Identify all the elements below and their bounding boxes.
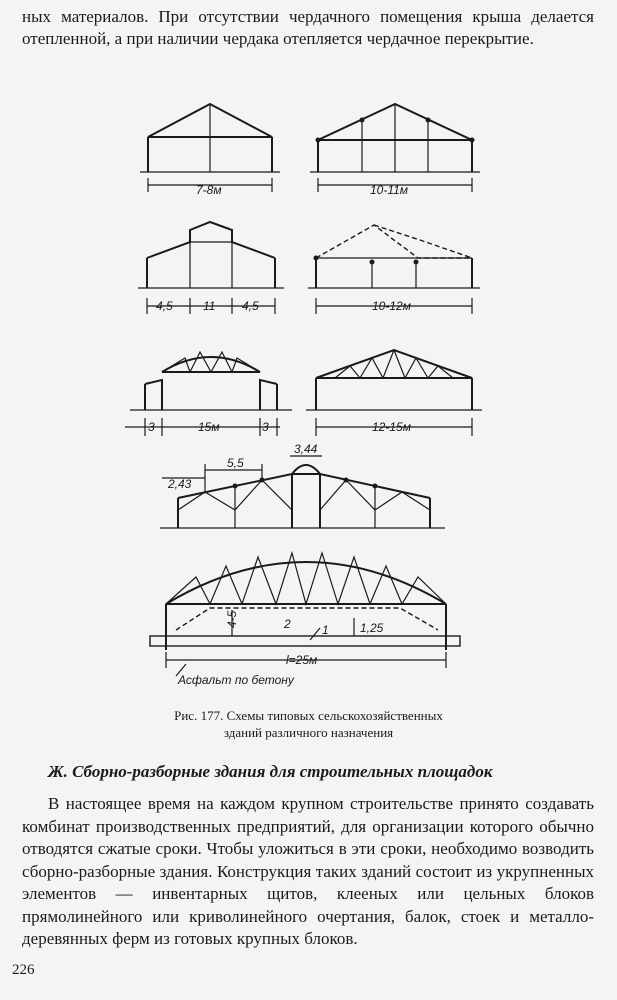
scheme-3 [138,220,284,314]
scheme-1 [140,102,280,192]
dim-4-5-right: 4,5 [242,299,259,313]
dim-4-5-left: 4,5 [156,299,173,313]
scheme-8 [149,550,461,677]
scheme-6 [306,348,482,436]
dim-15: 15м [198,420,220,434]
scheme-5 [125,350,292,436]
dim-3-44: 3,44 [294,442,318,456]
dim-10-12: 10-12м [372,299,411,313]
dim-1-25: 1,25 [360,621,384,635]
dim-12-15: 12-15м [372,420,411,434]
dim-11: 11 [203,299,215,313]
dim-4-5-vertical: 4-5 [225,610,239,628]
scheme-7 [160,455,445,529]
dim-3-right: 3 [262,420,269,434]
dim-2-43: 2,43 [167,477,192,491]
dim-5-5: 5,5 [227,456,244,470]
label-asphalt: Асфальт по бетону [177,673,295,687]
scheme-4 [308,224,480,314]
label-2: 2 [283,617,291,631]
dim-l-25: l=25м [286,653,317,667]
caption-line-2: зданий различного назначения [223,725,394,740]
body-text: В настоящее время на каждом крупном стро… [22,793,594,951]
label-1: 1 [322,623,329,637]
section-title: Ж. Сборно-разборные здания для строитель… [48,762,493,781]
caption-line-1: Рис. 177. Схемы типовых сельскохозяйстве… [174,708,443,723]
body-paragraph: В настоящее время на каждом крупном стро… [22,794,594,948]
dim-7-8: 7-8м [196,183,222,197]
page-number: 226 [12,962,35,978]
figure-caption: Рис. 177. Схемы типовых сельскохозяйстве… [0,707,617,741]
dim-10-11: 10-11м [370,183,408,197]
scheme-2 [310,102,480,192]
dim-3-left: 3 [148,420,155,434]
top-paragraph: ных материалов. При отсутствии чердачног… [22,7,594,48]
